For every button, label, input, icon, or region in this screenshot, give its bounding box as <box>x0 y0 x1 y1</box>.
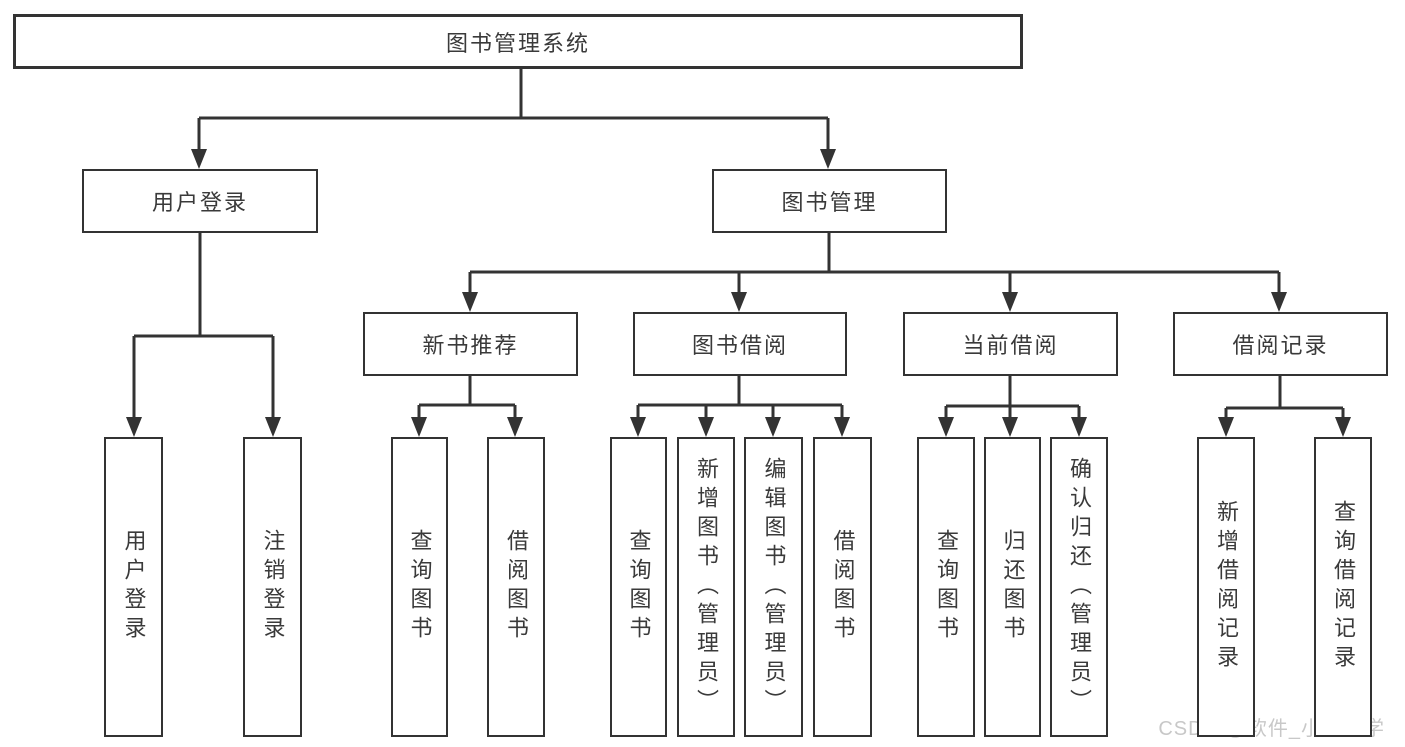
arrowhead-icon <box>765 417 781 437</box>
arrowhead-icon <box>1002 292 1018 312</box>
arrowhead-icon <box>126 417 142 437</box>
node-v-query-books-2: 查询图书 <box>610 437 667 737</box>
arrowhead-icon <box>1071 417 1087 437</box>
node-v-borrow-books-2: 借阅图书 <box>813 437 872 737</box>
node-v-edit-books: 编辑图书（管理员） <box>744 437 803 737</box>
arrowhead-icon <box>938 417 954 437</box>
node-new-book-recommend: 新书推荐 <box>363 312 578 376</box>
arrowhead-icon <box>265 417 281 437</box>
node-borrowing-records: 借阅记录 <box>1173 312 1388 376</box>
arrowhead-icon <box>462 292 478 312</box>
node-v-query-books-1: 查询图书 <box>391 437 448 737</box>
arrowhead-icon <box>834 417 850 437</box>
arrowhead-icon <box>191 149 207 169</box>
arrowhead-icon <box>731 292 747 312</box>
node-v-user-login: 用户登录 <box>104 437 163 737</box>
node-v-query-books-3: 查询图书 <box>917 437 975 737</box>
arrowhead-icon <box>507 417 523 437</box>
arrowhead-icon <box>411 417 427 437</box>
node-v-borrow-books-1: 借阅图书 <box>487 437 545 737</box>
node-v-confirm-return: 确认归还（管理员） <box>1050 437 1108 737</box>
arrowhead-icon <box>1218 417 1234 437</box>
node-v-return-books: 归还图书 <box>984 437 1041 737</box>
node-v-query-borrow-record: 查询借阅记录 <box>1314 437 1372 737</box>
node-book-management: 图书管理 <box>712 169 947 233</box>
arrowhead-icon <box>1002 417 1018 437</box>
node-v-add-borrow-record: 新增借阅记录 <box>1197 437 1255 737</box>
arrowhead-icon <box>698 417 714 437</box>
node-current-borrowing: 当前借阅 <box>903 312 1118 376</box>
node-book-borrowing: 图书借阅 <box>633 312 847 376</box>
arrowhead-icon <box>1271 292 1287 312</box>
arrowhead-icon <box>820 149 836 169</box>
arrowhead-icon <box>630 417 646 437</box>
node-root: 图书管理系统 <box>13 14 1023 69</box>
arrowhead-icon <box>1335 417 1351 437</box>
node-v-add-books: 新增图书（管理员） <box>677 437 735 737</box>
node-v-logout: 注销登录 <box>243 437 302 737</box>
node-user-login: 用户登录 <box>82 169 318 233</box>
